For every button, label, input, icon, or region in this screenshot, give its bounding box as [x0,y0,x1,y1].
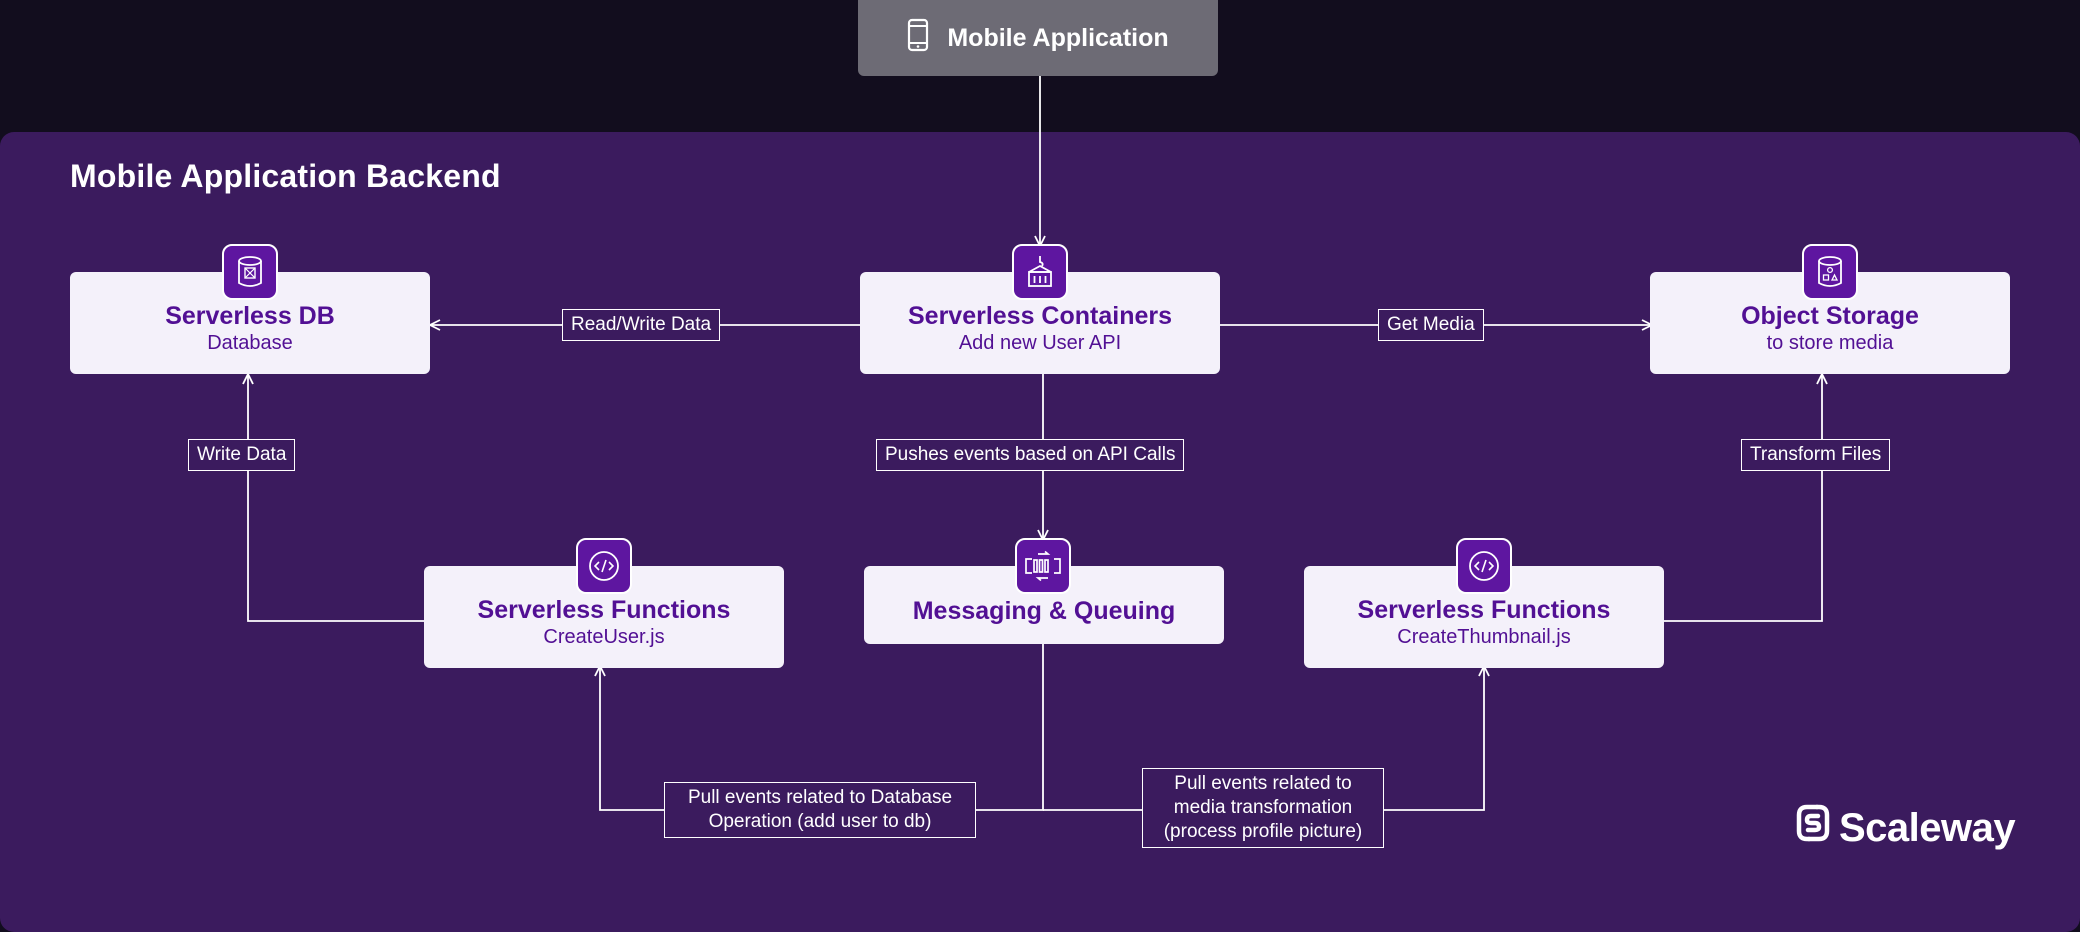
edge-fnleft-to-db [248,374,424,622]
serverless-functions-right-title: Serverless Functions [1357,596,1611,624]
edge-label-get-media: Get Media [1378,309,1484,341]
scaleway-logo: Scaleway [1795,803,2016,853]
scaleway-logo-icon [1795,803,1831,853]
serverless-db-title: Serverless DB [165,302,335,330]
edge-fnright-to-storage [1664,374,1822,622]
serverless-containers-title: Serverless Containers [907,302,1173,330]
scaleway-logo-text: Scaleway [1839,805,2016,850]
phone-icon [907,18,929,59]
code-icon [576,538,632,594]
serverless-functions-left-subtitle: CreateUser.js [543,626,665,648]
pull-media-line-2: media transformation [1173,797,1353,818]
pull-media-line-3: (process profile picture) [1163,821,1363,842]
pull-media-line-1: Pull events related to [1174,773,1352,794]
serverless-functions-left-title: Serverless Functions [477,596,731,624]
edge-label-write-data: Write Data [188,439,296,471]
serverless-containers-subtitle: Add new User API [958,332,1122,354]
edge-label-pull-db: Pull events related to Database Operatio… [664,782,976,838]
panel-title: Mobile Application Backend [70,158,501,194]
object-storage-icon [1802,244,1858,300]
edge-label-read-write: Read/Write Data [562,309,721,341]
pull-db-line-1: Pull events related to Database [687,787,953,808]
messaging-queuing-title: Messaging & Queuing [912,597,1176,625]
object-storage-subtitle: to store media [1766,332,1894,354]
mobile-application-node: Mobile Application [858,0,1218,76]
serverless-functions-createuser-node: Serverless Functions CreateUser.js [424,566,784,668]
messaging-icon [1015,538,1071,594]
object-storage-title: Object Storage [1741,302,1919,330]
edge-label-transform-files: Transform Files [1741,439,1891,471]
messaging-queuing-node: Messaging & Queuing [864,566,1224,644]
serverless-db-subtitle: Database [207,332,293,354]
database-icon [222,244,278,300]
code-icon [1456,538,1512,594]
serverless-functions-right-subtitle: CreateThumbnail.js [1397,626,1571,648]
container-icon [1012,244,1068,300]
mobile-application-label: Mobile Application [947,23,1169,52]
edge-label-pull-media: Pull events related to media transformat… [1142,768,1384,848]
pull-db-line-2: Operation (add user to db) [708,811,932,832]
edge-label-pushes-events: Pushes events based on API Calls [876,439,1185,471]
